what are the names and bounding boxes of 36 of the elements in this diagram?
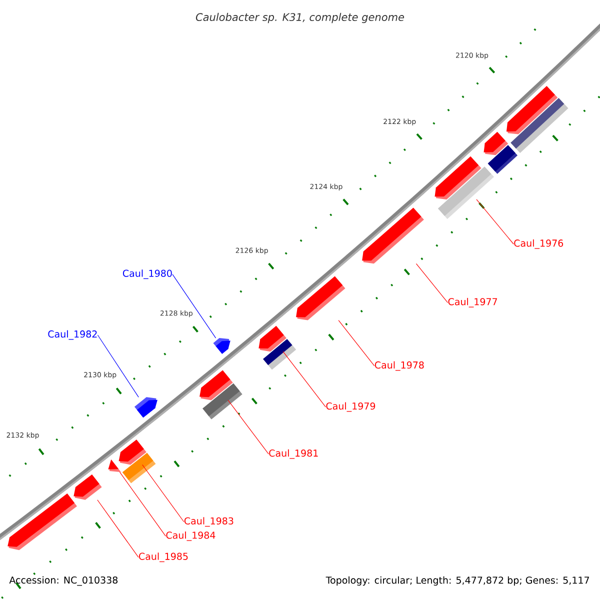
gene-label: Caul_1978 xyxy=(374,361,424,371)
gene-label: Caul_1979 xyxy=(326,402,376,412)
gene-label: Caul_1976 xyxy=(514,239,564,249)
gene-label: Caul_1983 xyxy=(184,517,234,527)
leader-line xyxy=(119,472,166,536)
gene-bar xyxy=(438,166,494,219)
gene-label: Caul_1981 xyxy=(269,449,318,459)
gene-label: Caul_1980 xyxy=(122,270,172,279)
leader-line xyxy=(476,199,514,244)
gene-bar xyxy=(202,383,242,420)
gene-feature xyxy=(8,494,77,550)
footer-text: Accession: NC_010338 xyxy=(9,576,118,586)
gene-bar xyxy=(510,98,568,154)
leader-line xyxy=(142,464,184,522)
leader-line xyxy=(172,274,216,338)
leader-line xyxy=(282,351,326,408)
gene-bar xyxy=(122,452,156,484)
gene-label: Caul_1985 xyxy=(139,552,188,562)
leader-line xyxy=(416,263,448,303)
footer-text: Topology: circular; Length: 5,477,872 bp; Genes: 5,117 xyxy=(326,576,589,586)
gene-label: Caul_1984 xyxy=(166,531,216,541)
leader-line xyxy=(97,334,139,398)
gene-feature xyxy=(213,338,230,354)
leader-line xyxy=(97,500,139,558)
gene-bar xyxy=(263,338,296,370)
gene-feature xyxy=(296,276,346,320)
leader-line xyxy=(338,320,375,366)
gene-feature xyxy=(362,208,424,264)
leader-line xyxy=(228,400,269,454)
gene-triangle xyxy=(108,460,121,472)
title: Caulobacter sp. K31, complete genome xyxy=(196,12,404,24)
gene-label: Caul_1977 xyxy=(448,298,497,308)
gene-bar xyxy=(488,145,518,174)
gene-feature xyxy=(134,397,158,418)
gene-label: Caul_1982 xyxy=(48,330,97,340)
gene-feature xyxy=(74,474,102,500)
